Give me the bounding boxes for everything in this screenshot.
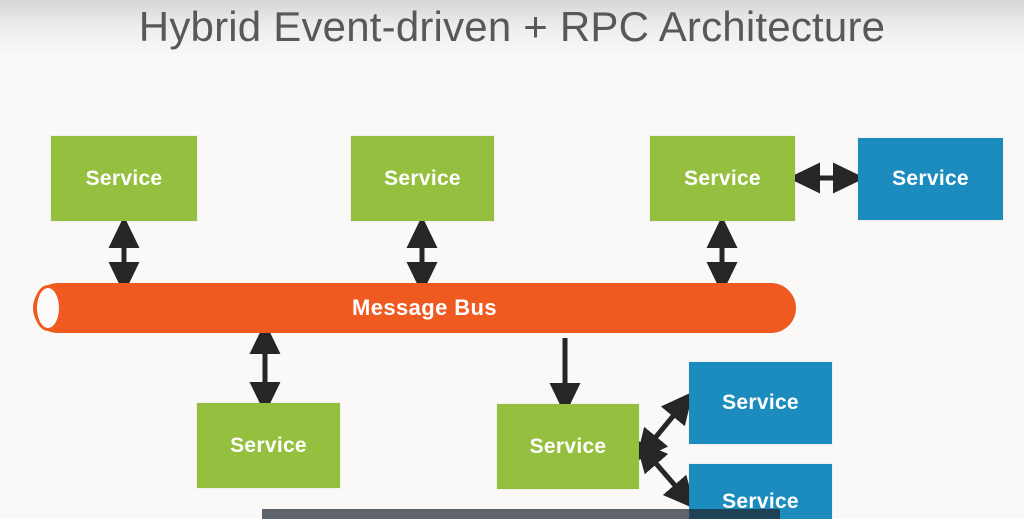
service-node-label: Service bbox=[529, 434, 607, 458]
service-node-label: Service bbox=[384, 166, 461, 190]
service-node-bottom-1[interactable]: Service bbox=[197, 403, 340, 488]
page-title: Hybrid Event-driven + RPC Architecture bbox=[138, 3, 886, 50]
message-bus[interactable]: Message Bus bbox=[33, 283, 796, 333]
message-bus-label: Message Bus bbox=[351, 295, 497, 320]
service-node-label: Service bbox=[722, 490, 799, 513]
service-node-top-2[interactable]: Service bbox=[351, 136, 494, 221]
service-node-bottom-2[interactable]: Service bbox=[497, 404, 639, 489]
connection-rpc-bottom-2 bbox=[635, 439, 696, 510]
service-node-label: Service bbox=[684, 166, 761, 190]
service-node-label: Service bbox=[230, 433, 307, 457]
bottom-slab-shadow bbox=[689, 509, 780, 519]
service-node-top-1[interactable]: Service bbox=[51, 136, 197, 221]
service-node-top-rpc[interactable]: Service bbox=[858, 138, 1003, 220]
service-node-bottom-rpc-1[interactable]: Service bbox=[689, 362, 832, 444]
message-bus-open-end-icon bbox=[34, 285, 62, 331]
connection-rpc-bottom-1 bbox=[635, 391, 694, 462]
service-node-label: Service bbox=[892, 167, 969, 190]
bottom-slab bbox=[262, 509, 780, 519]
service-node-label: Service bbox=[722, 391, 799, 414]
service-node-top-3[interactable]: Service bbox=[650, 136, 795, 221]
service-node-label: Service bbox=[85, 166, 163, 190]
